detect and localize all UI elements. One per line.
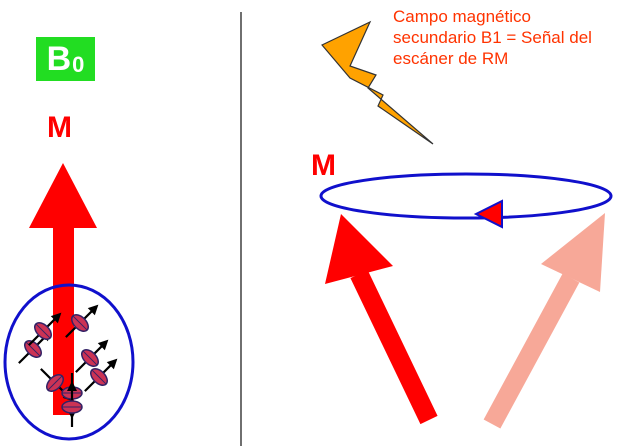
secondary-field-caption: Campo magnético secundario B1 = Señal de… xyxy=(393,6,633,69)
caption-line-2: secundario B1 = Señal del xyxy=(393,28,592,47)
spin-8 xyxy=(61,381,83,427)
spin-2 xyxy=(28,312,62,346)
magnetization-label-left: M xyxy=(47,111,72,144)
caption-line-3: escáner de RM xyxy=(393,49,509,68)
net-magnetization-vector xyxy=(29,163,97,415)
lightning-bolt-icon xyxy=(321,20,434,145)
magnetization-label-right: M xyxy=(311,149,336,182)
precession-ring xyxy=(319,172,613,220)
caption-line-1: Campo magnético xyxy=(393,7,531,26)
b0-badge-background xyxy=(36,37,95,81)
b0-main: B xyxy=(46,40,72,78)
spin-group xyxy=(18,304,118,427)
spin-5 xyxy=(84,358,118,392)
b0-subscript: 0 xyxy=(72,52,85,77)
magnetization-vector-current xyxy=(325,214,438,425)
triangle-arrow-icon xyxy=(473,199,503,229)
proton-ensemble-boundary xyxy=(3,283,135,441)
magnetization-vector-previous xyxy=(483,213,605,429)
spin-4 xyxy=(75,339,109,373)
spin-3 xyxy=(65,304,99,338)
